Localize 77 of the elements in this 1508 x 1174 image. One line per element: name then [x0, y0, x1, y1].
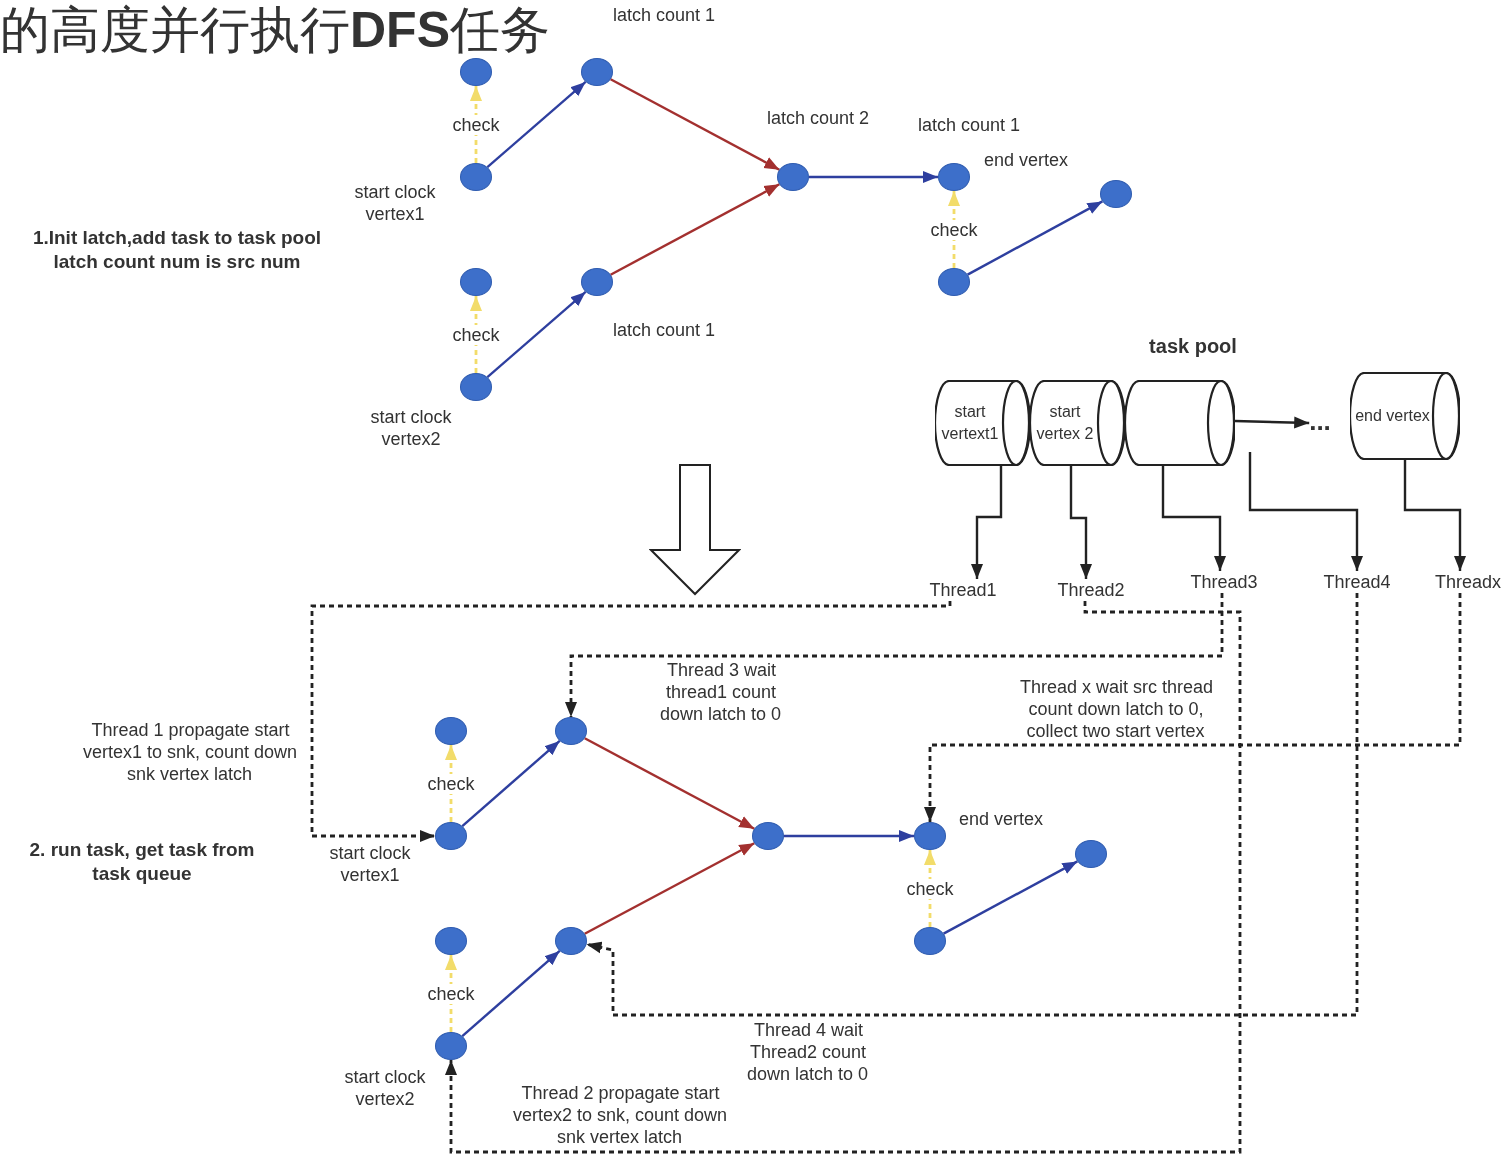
node-caption: start clock vertex2 [369, 406, 453, 450]
vertex-circle [460, 373, 492, 401]
vertex-circle [938, 163, 970, 191]
step-heading: task pool [1148, 334, 1238, 358]
node-caption: start clock vertex1 [353, 181, 437, 225]
thread-label: Threadx [1435, 571, 1501, 593]
arrow [470, 296, 482, 373]
vertex-circle [435, 822, 467, 850]
queue-cylinder: end vertex [1350, 372, 1460, 460]
vertex-circle [555, 717, 587, 745]
vertex-circle [460, 58, 492, 86]
arrow [445, 745, 457, 822]
thread-label: Thread3 [1190, 571, 1258, 593]
vertex-circle [435, 927, 467, 955]
node-caption: latch count 1 [611, 4, 717, 26]
vertex-circle [914, 822, 946, 850]
edge-label: check [451, 113, 501, 136]
step-heading: 1.Init latch,add task to task pool latch count num is src num [31, 226, 323, 274]
node-caption: start clock vertex1 [328, 842, 412, 886]
arrow [610, 78, 780, 171]
vertex-circle [1075, 840, 1107, 868]
edge-label: check [451, 323, 501, 346]
thread-label: Thread2 [1057, 579, 1125, 601]
vertex-circle [1100, 180, 1132, 208]
arrow [924, 850, 936, 927]
node-caption: latch count 1 [611, 319, 717, 341]
edge-label: check [426, 982, 476, 1005]
node-caption: start clock vertex2 [343, 1066, 427, 1110]
arrow [948, 191, 960, 268]
arrow [310, 599, 952, 842]
thread-label: Thread4 [1323, 571, 1391, 593]
arrow [1403, 460, 1466, 571]
arrow [1161, 466, 1226, 571]
vertex-circle [435, 1032, 467, 1060]
vertex-circle [555, 927, 587, 955]
node-caption: end vertex [957, 808, 1045, 830]
arrow [784, 830, 914, 842]
vertex-circle [435, 717, 467, 745]
node-caption: end vertex [982, 149, 1070, 171]
arrow [584, 842, 755, 935]
arrow [1234, 416, 1310, 429]
arrow [586, 593, 1359, 1017]
arrow [486, 81, 587, 168]
arrow [1248, 452, 1363, 571]
queue-cylinder: start vertext1 [935, 380, 1030, 466]
edge-label: check [905, 877, 955, 900]
arrow [461, 950, 561, 1037]
diagram-title: 的高度并行执行DFS任务 [0, 1, 550, 60]
arrow [1069, 466, 1092, 579]
vertex-circle [460, 268, 492, 296]
arrow [445, 955, 457, 1032]
arrow [610, 183, 780, 276]
node-caption: latch count 1 [916, 114, 1022, 136]
arrow [971, 466, 1003, 579]
arrow [943, 860, 1078, 935]
arrow [584, 737, 755, 830]
arrow [470, 86, 482, 163]
vertex-circle [752, 822, 784, 850]
step-heading: 2. run task, get task from task queue [28, 838, 256, 886]
vertex-circle [938, 268, 970, 296]
arrow [486, 291, 587, 378]
arrow [565, 593, 1224, 717]
edge-label: check [929, 218, 979, 241]
thread-label: Thread1 [929, 579, 997, 601]
edge-label: check [426, 772, 476, 795]
vertex-circle [581, 268, 613, 296]
vertex-circle [777, 163, 809, 191]
vertex-circle [581, 58, 613, 86]
ellipsis-text: ... [1309, 410, 1331, 432]
vertex-circle [914, 927, 946, 955]
arrow [445, 600, 1242, 1154]
vertex-circle [460, 163, 492, 191]
arrow [461, 740, 561, 827]
arrow [924, 593, 1462, 822]
arrow [809, 171, 938, 183]
node-caption: latch count 2 [765, 107, 871, 129]
arrow [967, 200, 1103, 276]
